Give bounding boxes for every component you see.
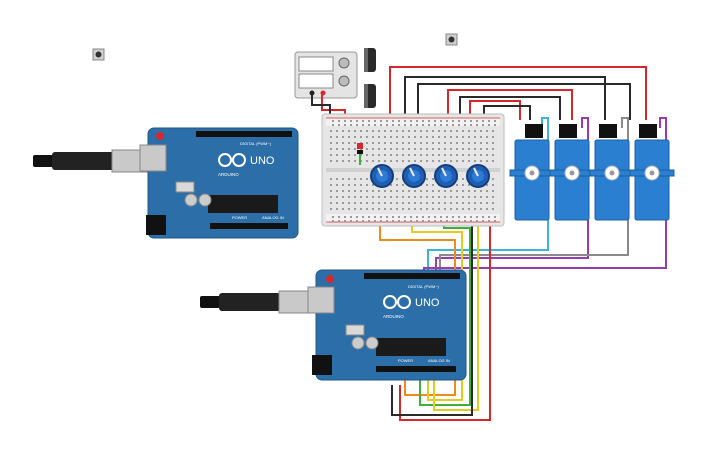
arduino-1-logo-icon: [218, 153, 246, 167]
usb-cable-1[interactable]: [33, 149, 153, 173]
arduino-2-digital-label: DIGITAL (PWM~): [408, 284, 440, 289]
servo-2[interactable]: [549, 124, 595, 221]
arduino-board-2[interactable]: UNO ARDUINO DIGITAL (PWM~) POWER ANALOG …: [200, 269, 467, 381]
potentiometer-2[interactable]: [402, 164, 426, 188]
arduino-1-digital-label: DIGITAL (PWM~): [240, 141, 272, 146]
arduino-2-logo-text: UNO: [415, 297, 440, 309]
servos[interactable]: [509, 124, 675, 221]
potentiometer-1[interactable]: [370, 164, 394, 188]
servo-3[interactable]: [589, 124, 635, 221]
arduino-1-power-label: POWER: [232, 215, 247, 220]
servo-4[interactable]: [629, 124, 675, 221]
capacitor-2[interactable]: [364, 84, 376, 108]
potentiometers[interactable]: [370, 164, 490, 188]
arduino-1-analog-label: ANALOG IN: [262, 215, 284, 220]
arduino-2-analog-label: ANALOG IN: [428, 358, 450, 363]
power-supply[interactable]: [294, 51, 358, 99]
arduino-2-logo-icon: [383, 295, 411, 309]
potentiometer-4[interactable]: [466, 164, 490, 188]
arduino-board-1[interactable]: UNO ARDUINO DIGITAL (PWM~) POWER ANALOG …: [33, 127, 299, 239]
push-button-1[interactable]: [92, 48, 105, 61]
arduino-1-brand-text: ARDUINO: [218, 172, 239, 177]
servo-1[interactable]: [509, 124, 555, 221]
potentiometer-3[interactable]: [434, 164, 458, 188]
usb-cable-2[interactable]: [200, 290, 320, 314]
arduino-1-logo-text: UNO: [250, 155, 275, 167]
arduino-2-brand-text: ARDUINO: [383, 314, 404, 319]
push-button-2[interactable]: [445, 33, 458, 46]
arduino-2-power-label: POWER: [398, 358, 413, 363]
capacitor-1[interactable]: [364, 48, 376, 72]
